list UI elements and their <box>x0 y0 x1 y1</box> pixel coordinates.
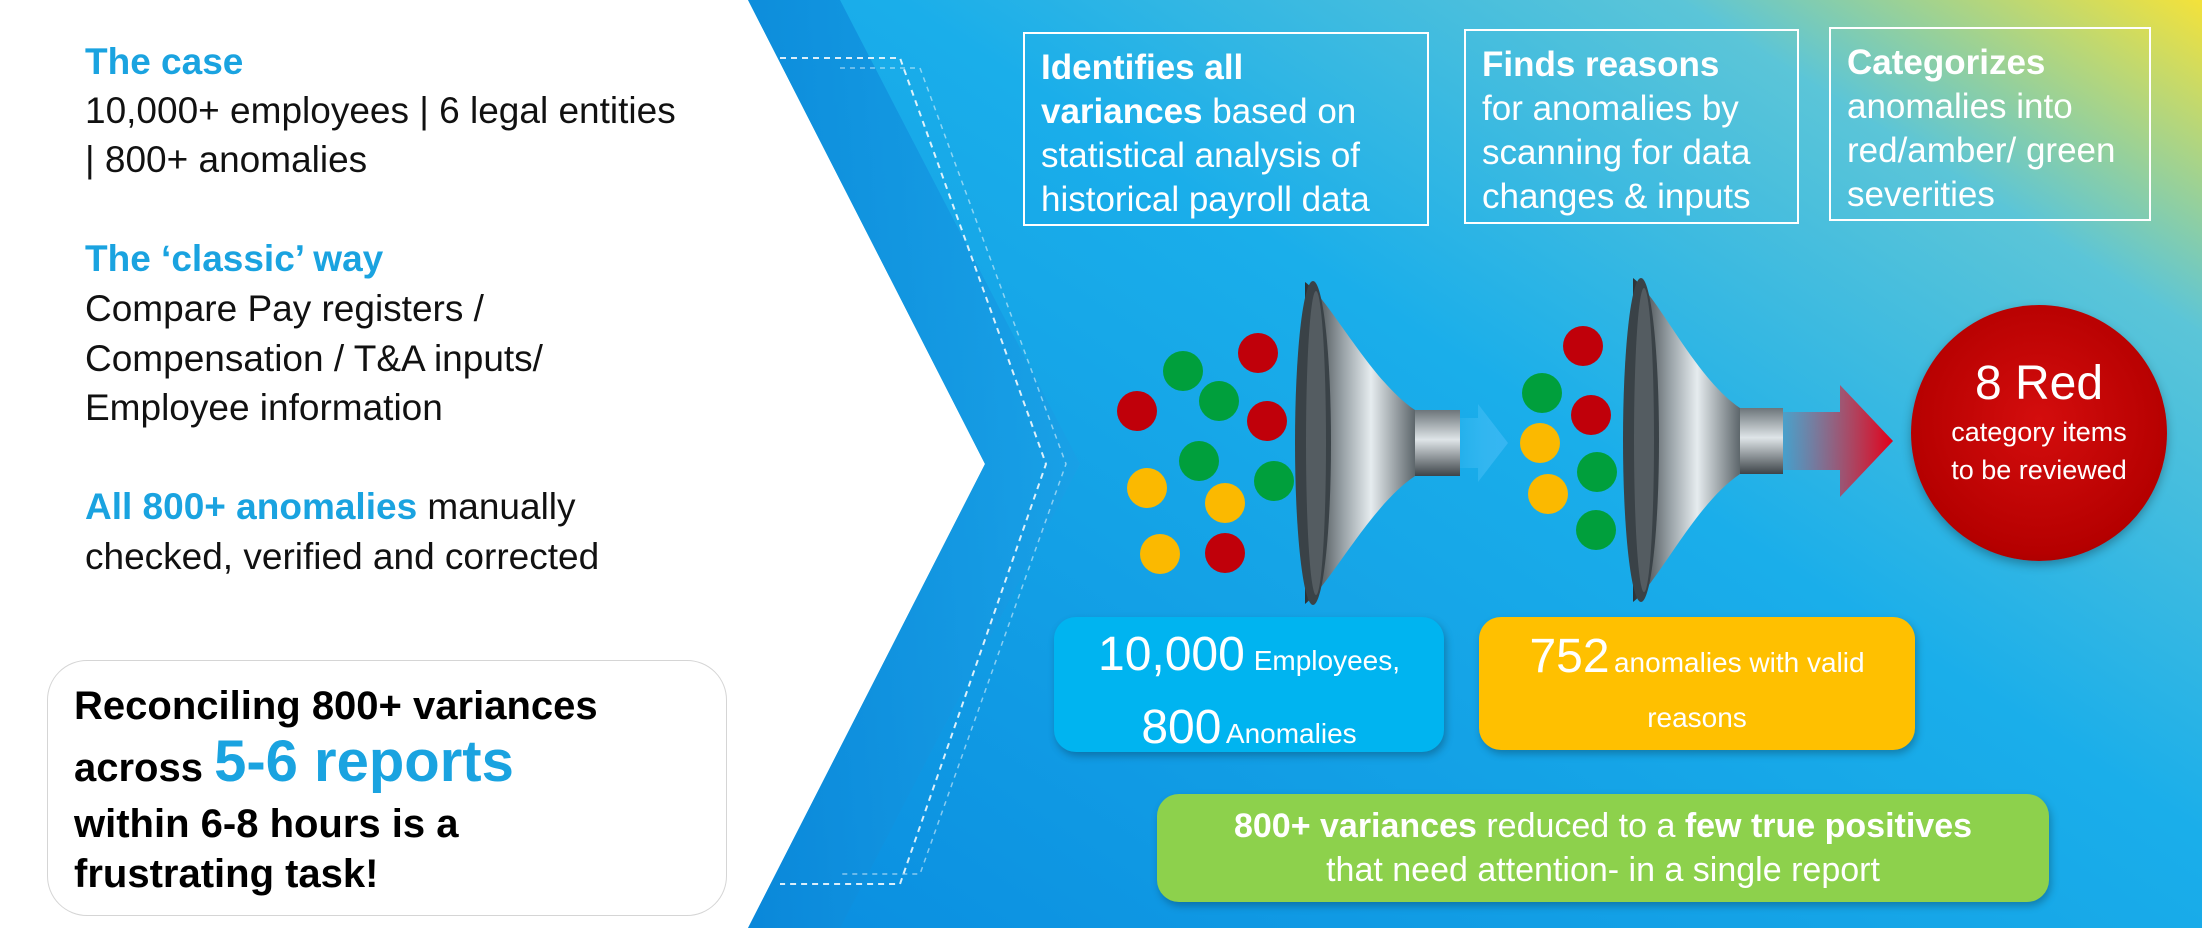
case-line-1: 10,000+ employees | 6 legal entities <box>85 90 676 131</box>
employees-label: Employees, <box>1253 645 1400 676</box>
top-box-categorizes: Categorizes anomalies into red/amber/ gr… <box>1829 27 2151 221</box>
red-circle-line-2: to be reviewed <box>1951 455 2127 485</box>
callout-line-2: across 5-6 reports <box>74 731 700 799</box>
top-box-2-line-4: changes & inputs <box>1482 177 1751 216</box>
funnel-2-graphic <box>1623 278 1783 602</box>
green-box-bold-2: few true positives <box>1684 807 1973 845</box>
callout-line-3: within 6-8 hours is a <box>74 802 459 846</box>
green-box-mid: reduced to a <box>1476 807 1685 845</box>
all-anomalies-line-2: checked, verified and corrected <box>85 536 600 577</box>
valid-anomalies-number: 752 <box>1529 630 1610 683</box>
valid-anomalies-label-2: reasons <box>1647 702 1747 733</box>
top-box-1-rest-2: based on <box>1202 92 1357 131</box>
box-valid-reasons: 752 anomalies with valid reasons <box>1479 617 1915 750</box>
box-employees: 10,000 Employees, 800 Anomalies <box>1054 617 1444 754</box>
top-box-1-bold-2: variances <box>1041 92 1203 131</box>
case-line-2: | 800+ anomalies <box>85 139 368 180</box>
top-box-3-line-2: anomalies into <box>1847 87 2073 126</box>
anomalies-label: Anomalies <box>1225 718 1357 749</box>
red-category-circle: 8 Red category items to be reviewed <box>1911 305 2167 561</box>
classic-line-2: Compensation / T&A inputs/ <box>85 338 543 379</box>
top-box-1-bold-1: Identifies all <box>1041 48 1244 87</box>
all-anomalies-line-1: All 800+ anomalies manually <box>85 482 576 531</box>
valid-anomalies-label-1: anomalies with valid <box>1613 647 1865 678</box>
red-circle-title: 8 Red <box>1974 357 2104 410</box>
green-box-bold-1: 800+ variances <box>1233 807 1477 845</box>
funnel-1-graphic <box>1295 281 1460 605</box>
arrow-red <box>1783 385 1893 497</box>
top-box-2-line-2: for anomalies by <box>1482 89 1739 128</box>
box-true-positives: 800+ variances reduced to a few true pos… <box>1157 794 2049 902</box>
arrow-blue <box>1460 404 1508 482</box>
employees-number: 10,000 <box>1098 628 1245 681</box>
green-box-line-2: that need attention- in a single report <box>1326 851 1880 889</box>
case-heading: The case <box>85 41 244 82</box>
top-box-3-bold-1: Categorizes <box>1847 43 2046 82</box>
all-anomalies-rest: manually <box>417 486 576 527</box>
top-box-3-line-4: severities <box>1847 175 1995 214</box>
dots-group-2 <box>1520 326 1617 550</box>
top-box-identifies: Identifies all variances based on statis… <box>1023 32 1429 226</box>
all-anomalies-highlight: All 800+ anomalies <box>85 486 418 527</box>
callout-line-4: frustrating task! <box>74 852 379 896</box>
anomalies-number: 800 <box>1141 701 1222 754</box>
classic-line-3: Employee information <box>85 387 443 428</box>
top-box-2-line-3: scanning for data <box>1482 133 1751 172</box>
top-box-finds-reasons: Finds reasons for anomalies by scanning … <box>1464 29 1799 224</box>
callout-big-text: 5-6 reports <box>214 729 514 794</box>
top-box-3-line-3: red/amber/ green <box>1847 131 2116 170</box>
callout-line-1: Reconciling 800+ variances <box>74 684 598 728</box>
dots-group-1 <box>1117 333 1294 574</box>
top-box-2-bold-1: Finds reasons <box>1482 45 1720 84</box>
callout-line-2-prefix: across <box>74 746 215 790</box>
classic-heading: The ‘classic’ way <box>85 238 384 279</box>
callout-box: Reconciling 800+ variances across 5-6 re… <box>47 660 727 916</box>
top-box-1-line-3: statistical analysis of <box>1041 136 1361 175</box>
classic-line-1: Compare Pay registers / <box>85 288 484 329</box>
red-circle-line-1: category items <box>1951 417 2127 447</box>
top-box-1-line-4: historical payroll data <box>1041 180 1370 219</box>
